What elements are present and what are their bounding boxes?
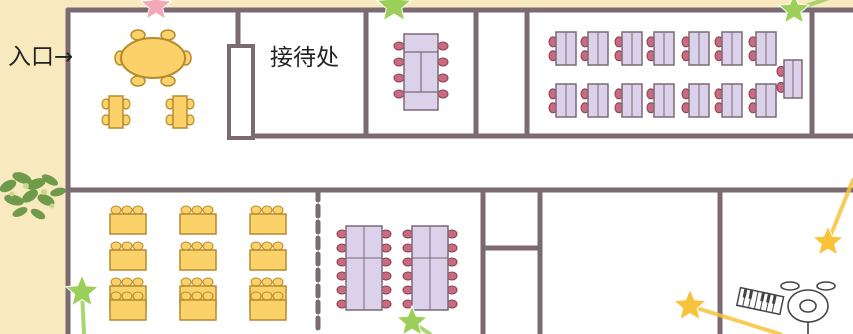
classroom-bottom-desks [109, 205, 287, 321]
desk [580, 31, 609, 66]
star-icon [375, 0, 413, 22]
decorative-stars [64, 0, 853, 334]
yellow-desk [249, 291, 287, 321]
desk [646, 83, 675, 118]
desk [548, 83, 577, 118]
yellow-desk [109, 241, 147, 271]
desk [748, 31, 777, 66]
small-table [165, 95, 195, 129]
meeting-table [336, 225, 392, 311]
meeting-table [402, 225, 458, 311]
star-icon [395, 304, 432, 334]
desk [681, 83, 710, 118]
desk [580, 83, 609, 118]
desk [614, 83, 643, 118]
door-frame [227, 44, 255, 140]
walls [65, 7, 853, 334]
yellow-desk [179, 241, 217, 271]
desk [646, 31, 675, 66]
plant-icon [0, 172, 66, 220]
entrance-round-table [114, 29, 192, 87]
desk [748, 83, 777, 118]
yellow-desk [109, 291, 147, 321]
yellow-desk [249, 241, 287, 271]
desk [776, 59, 803, 99]
desk [614, 31, 643, 66]
reception-label: 接待处 [270, 45, 339, 71]
desk [548, 31, 577, 66]
star-icon [139, 0, 173, 20]
star-icon [811, 178, 853, 256]
yellow-desk [179, 291, 217, 321]
drum-icon [780, 281, 836, 334]
small-table [101, 95, 131, 129]
yellow-desk [249, 205, 287, 235]
star-icon [672, 287, 782, 334]
desk [714, 31, 743, 66]
entrance-label: 入口→ [8, 44, 74, 70]
yellow-desk [179, 205, 217, 235]
small-yellow-tables [101, 95, 195, 129]
star-icon [777, 0, 830, 24]
desk [714, 83, 743, 118]
keyboard-icon [735, 286, 785, 316]
meeting-table-groups [336, 225, 458, 311]
classroom-top-desks [548, 31, 803, 118]
yellow-desk [109, 205, 147, 235]
desk [681, 31, 710, 66]
star-icon [64, 273, 100, 334]
reception-table-group [393, 33, 449, 111]
